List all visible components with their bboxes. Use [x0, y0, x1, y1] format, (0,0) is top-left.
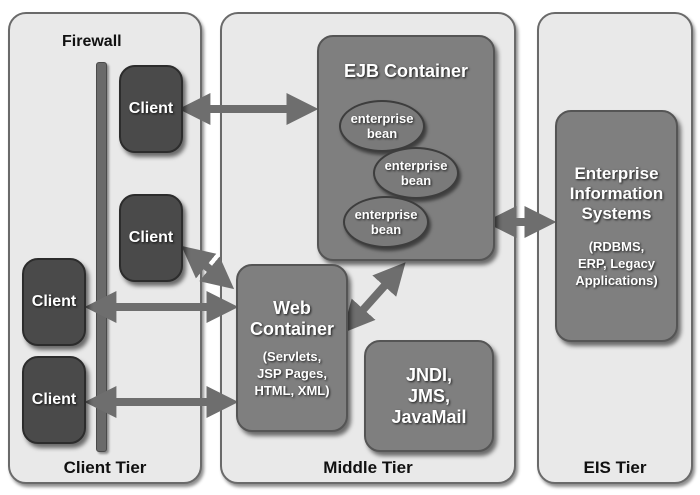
- middle-tier-label: Middle Tier: [323, 458, 413, 477]
- web-container-title: Web Container: [249, 297, 334, 339]
- client-label: Client: [31, 293, 77, 310]
- client-box-4: Client: [22, 356, 86, 444]
- eis-subtitle: (RDBMS, ERP, Legacy Applications): [575, 238, 658, 288]
- client-label: Client: [128, 100, 174, 117]
- eis-box: Enterprise Information Systems (RDBMS, E…: [555, 110, 678, 342]
- client-box-3: Client: [22, 258, 86, 346]
- web-container: Web Container (Servlets, JSP Pages, HTML…: [236, 264, 348, 432]
- firewall-bar: [96, 62, 107, 452]
- enterprise-bean-1: enterprise bean: [339, 100, 425, 152]
- enterprise-bean-3: enterprise bean: [343, 196, 429, 248]
- eis-title: Enterprise Information Systems: [569, 163, 664, 223]
- enterprise-bean-2: enterprise bean: [373, 147, 459, 199]
- client-box-2: Client: [119, 194, 183, 282]
- client-label: Client: [31, 391, 77, 408]
- arrow-web-ejb: [342, 262, 406, 334]
- firewall-label: Firewall: [62, 33, 122, 50]
- client-box-1: Client: [119, 65, 183, 153]
- ejb-container-title: EJB Container: [343, 61, 469, 81]
- eis-tier-label: EIS Tier: [583, 458, 647, 477]
- web-container-subtitle: (Servlets, JSP Pages, HTML, XML): [254, 348, 330, 398]
- client-label: Client: [128, 229, 174, 246]
- arrow-client2-web: [181, 245, 235, 290]
- services-box: JNDI, JMS, JavaMail: [364, 340, 494, 452]
- client-tier-label: Client Tier: [63, 458, 147, 477]
